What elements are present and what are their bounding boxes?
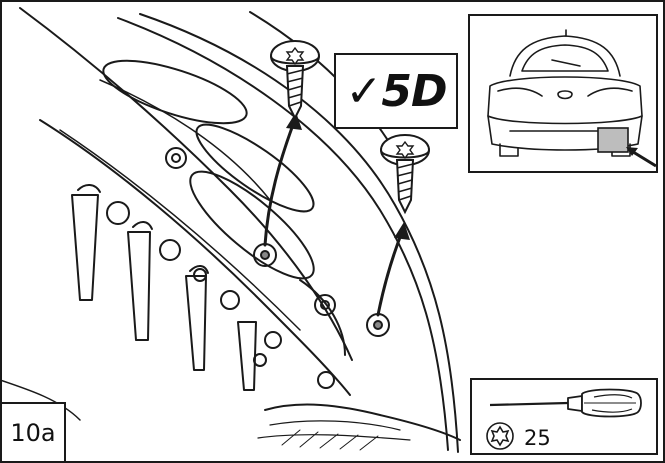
variant-label: 5D (381, 65, 447, 117)
torx-size-label: 25 (524, 426, 551, 450)
highlight-area (597, 127, 629, 153)
torx-profile-icon (486, 422, 514, 450)
torx-screw-icon (380, 134, 430, 215)
arrow-head (286, 112, 302, 130)
tool-requirement: 25 (470, 378, 658, 455)
arrow-head (394, 222, 410, 240)
variant-badge: ✓5D (334, 53, 458, 129)
location-inset (468, 14, 658, 173)
torx-driver-icon (486, 388, 642, 450)
torx-screw-icon (270, 40, 320, 121)
check-icon: ✓ (345, 65, 382, 117)
car-rear-icon (487, 29, 656, 168)
step-label: 10a (10, 418, 56, 447)
step-number: 10a (0, 402, 66, 463)
